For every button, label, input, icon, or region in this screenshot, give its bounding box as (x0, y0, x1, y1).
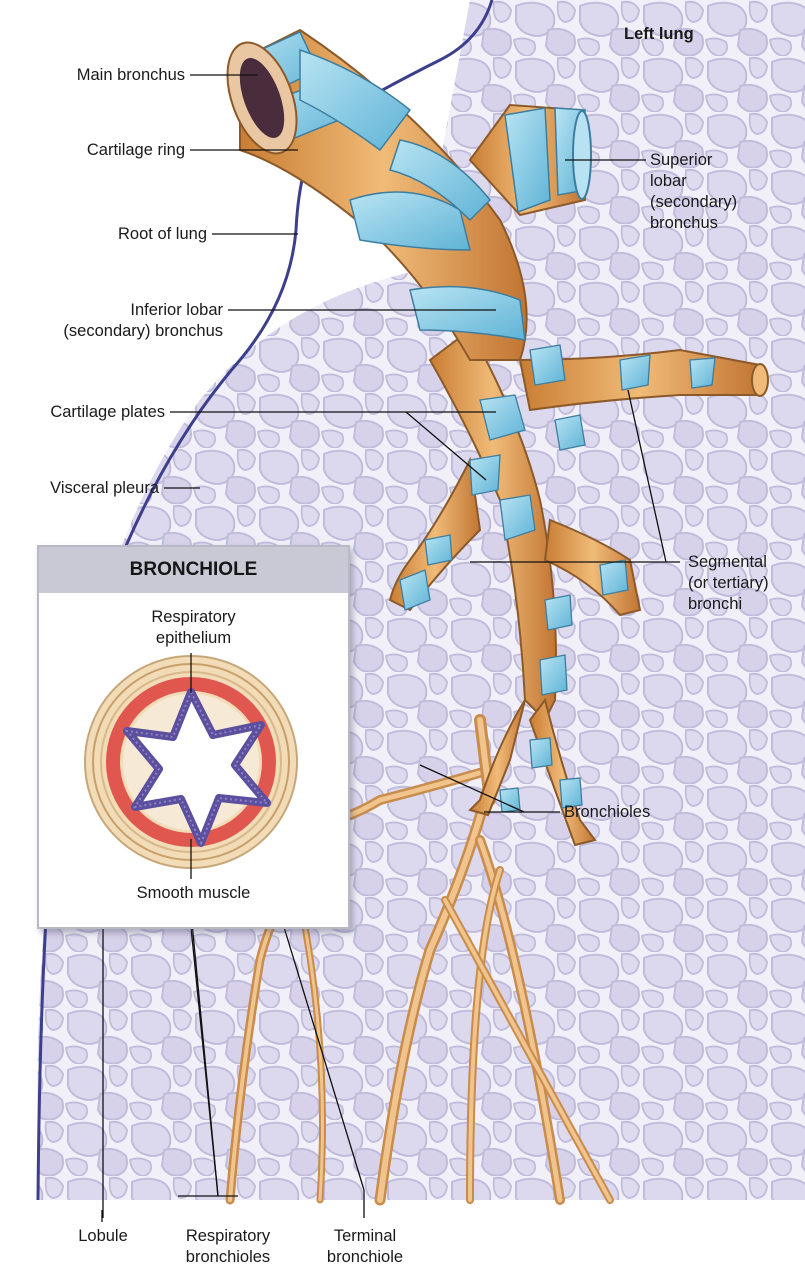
bronchiole-inset: BRONCHIOLE Respiratory epithelium Smooth… (37, 545, 350, 929)
inset-title: BRONCHIOLE (39, 547, 348, 593)
root-of-lung-label: Root of lung (0, 224, 207, 245)
smooth-muscle-label: Smooth muscle (39, 883, 348, 904)
left-lung-label: Left lung (624, 24, 694, 45)
respiratory-bronchioles-label: Respiratory bronchioles (170, 1226, 286, 1268)
inferior-lobar-label: Inferior lobar (secondary) bronchus (0, 300, 223, 342)
terminal-bronchiole-label: Terminal bronchiole (310, 1226, 420, 1268)
main-bronchus-label: Main bronchus (0, 65, 185, 86)
visceral-pleura-label: Visceral pleura (0, 478, 159, 499)
lobule-label: Lobule (62, 1226, 144, 1247)
superior-lobar-label: Superior lobar (secondary) bronchus (650, 150, 737, 234)
cartilage-plates-label: Cartilage plates (0, 402, 165, 423)
bronchioles-label: Bronchioles (564, 802, 650, 823)
respiratory-epithelium-label: Respiratory epithelium (39, 607, 348, 649)
segmental-bronchi-label: Segmental (or tertiary) bronchi (688, 552, 769, 615)
cartilage-ring-label: Cartilage ring (0, 140, 185, 161)
